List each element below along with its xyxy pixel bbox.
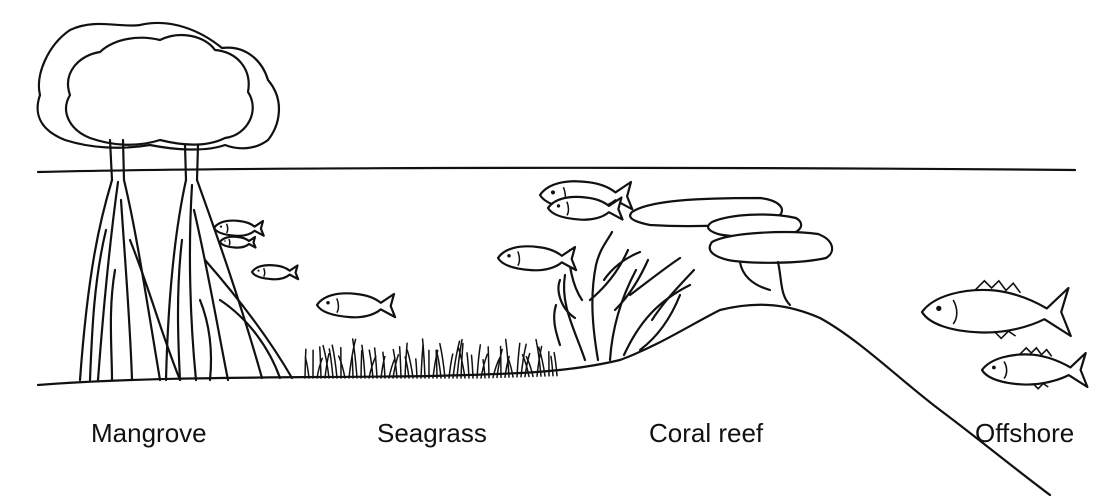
fish-mangrove-2 [220, 237, 256, 248]
label-offshore: Offshore [975, 418, 1074, 449]
label-seagrass: Seagrass [377, 418, 487, 449]
fish-seagrass [317, 293, 395, 317]
label-mangrove: Mangrove [91, 418, 207, 449]
table-corals [630, 198, 832, 305]
fish-mangrove-3 [252, 265, 298, 279]
mangrove-trees [38, 23, 292, 380]
label-coral-reef: Coral reef [649, 418, 763, 449]
branching-coral [554, 232, 694, 360]
water-surface-line [38, 168, 1075, 172]
fish-mangrove-1 [214, 221, 264, 236]
tuna-offshore-2 [982, 348, 1087, 389]
fish-reef-3 [498, 246, 576, 270]
tuna-offshore-1 [922, 281, 1071, 339]
sea-floor-line [38, 305, 1050, 495]
